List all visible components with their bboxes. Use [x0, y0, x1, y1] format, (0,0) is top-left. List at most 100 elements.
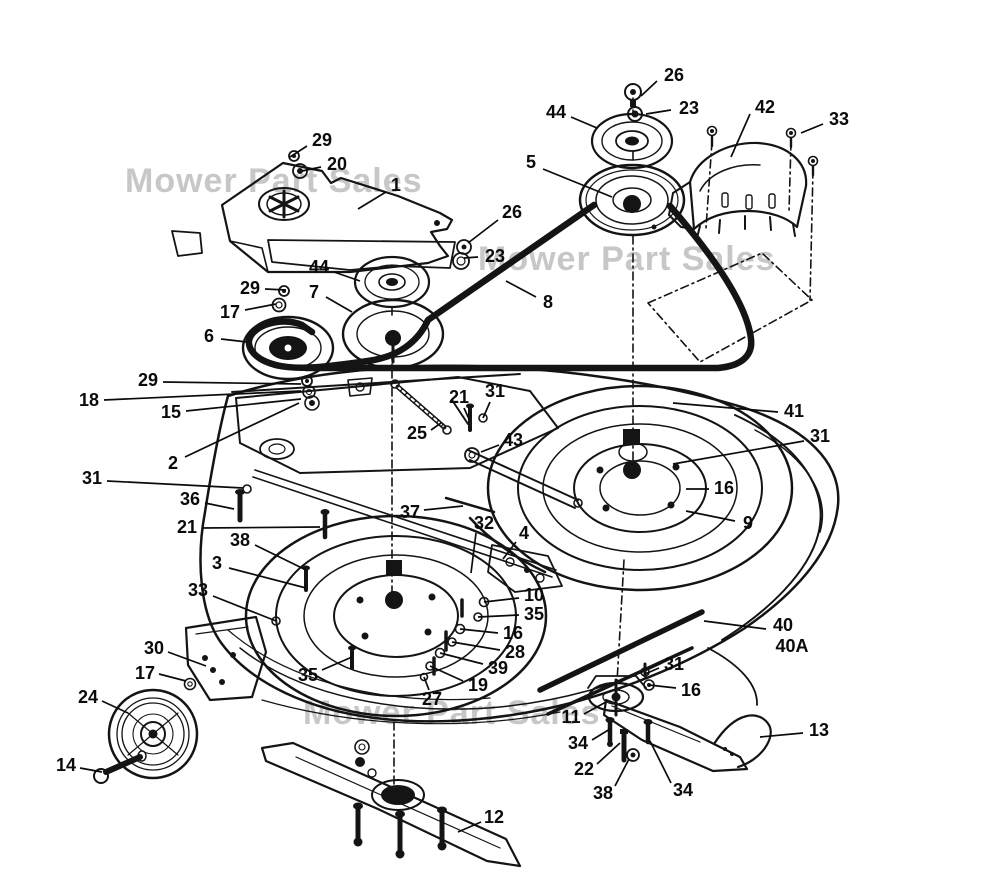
leader-line	[640, 80, 658, 97]
leader-line	[644, 667, 660, 675]
part-number-label: 12	[484, 807, 504, 827]
part-number-label: 31	[664, 654, 684, 674]
leader-line	[106, 480, 244, 489]
leader-line	[648, 684, 677, 689]
part-number-label: 30	[144, 638, 164, 658]
part-number-label: 43	[503, 430, 523, 450]
leader-line	[184, 402, 300, 458]
drive-belt	[245, 201, 755, 372]
part-number-label: 28	[505, 642, 525, 662]
part-number-label: 34	[673, 780, 693, 800]
part-number-label: 44	[309, 257, 329, 277]
part-number-label: 36	[180, 489, 200, 509]
leader-line	[463, 256, 479, 259]
stack-pulley-top	[590, 83, 674, 170]
spindle-cover	[171, 161, 456, 274]
leader-line	[204, 502, 235, 510]
part-number-label: 10	[524, 585, 544, 605]
right-blade-housing	[486, 384, 794, 592]
part-number-label: 29	[312, 130, 332, 150]
part-number-label: 8	[543, 292, 553, 312]
leader-line	[477, 614, 520, 618]
leader-line	[212, 595, 277, 622]
part-number-label: 31	[82, 468, 102, 488]
leader-line	[649, 740, 672, 784]
leader-line	[228, 567, 307, 589]
part-number-label: 39	[488, 658, 508, 678]
part-number-label: 33	[188, 580, 208, 600]
part-number-label: 17	[220, 302, 240, 322]
leader-line	[570, 116, 598, 129]
engine-pulley	[578, 163, 686, 237]
leader-line	[220, 338, 248, 343]
leader-line	[502, 541, 517, 560]
dashed-guides	[391, 97, 814, 787]
leader-line	[459, 628, 499, 634]
leader-line	[158, 673, 187, 682]
leader-line	[703, 620, 767, 630]
leader-line	[325, 296, 353, 313]
leader-line	[423, 505, 464, 511]
leader-line	[357, 191, 387, 210]
leader-line	[439, 652, 484, 665]
part-number-label: 18	[79, 390, 99, 410]
part-number-label: 29	[138, 370, 158, 390]
cover-bolt-33	[706, 125, 819, 177]
leader-line	[103, 390, 302, 401]
idler-plate	[235, 376, 559, 540]
watermark-text: Mower Part Sales	[125, 162, 423, 200]
part-number-label: 29	[240, 278, 260, 298]
leader-line	[254, 544, 307, 571]
part-number-label: 32	[474, 513, 494, 533]
right-blade	[602, 698, 772, 773]
part-number-label: 5	[526, 152, 536, 172]
leader-line	[672, 402, 779, 413]
part-number-label: 31	[485, 381, 505, 401]
leader-line	[333, 271, 361, 282]
part-number-label: 26	[664, 65, 684, 85]
part-number-label: 2	[168, 453, 178, 473]
part-number-label: 19	[468, 675, 488, 695]
part-number-label: 14	[56, 755, 76, 775]
part-number-label: 44	[546, 102, 566, 122]
leader-line	[451, 641, 501, 651]
part-number-label: 33	[829, 109, 849, 129]
part-number-label: 21	[177, 517, 197, 537]
part-number-label: 25	[407, 423, 427, 443]
part-number-label: 22	[574, 759, 594, 779]
leader-line	[101, 700, 129, 714]
part-number-label: 16	[714, 478, 734, 498]
leader-line	[470, 532, 477, 574]
leader-line	[614, 758, 630, 787]
leader-line	[505, 280, 537, 298]
watermark-text: Mower Part Sales	[478, 240, 776, 278]
leader-line	[79, 767, 103, 773]
spindle-hardware-left	[271, 565, 490, 682]
leader-line	[800, 123, 824, 134]
leader-line	[430, 422, 442, 431]
leader-line	[264, 288, 287, 291]
part-number-label: 4	[519, 523, 529, 543]
leader-line	[730, 113, 751, 158]
small-hardware	[271, 150, 320, 411]
part-number-label: 3	[212, 553, 222, 573]
leader-line	[467, 219, 499, 244]
part-number-label: 35	[298, 665, 318, 685]
leader-line	[429, 665, 464, 682]
part-number-label: 9	[743, 513, 753, 533]
part-number-label: 20	[327, 154, 347, 174]
leader-line	[463, 407, 470, 420]
part-number-label: 37	[400, 502, 420, 522]
gauge-wheel-assembly	[93, 615, 268, 784]
leader-line	[289, 145, 308, 158]
part-number-label: 34	[568, 733, 588, 753]
part-number-label: 40A	[775, 636, 808, 656]
part-number-label: 38	[593, 783, 613, 803]
part-number-label: 41	[784, 401, 804, 421]
part-number-label: 7	[309, 282, 319, 302]
part-number-label: 40	[773, 615, 793, 635]
leader-line	[591, 728, 611, 741]
leader-line	[167, 651, 207, 667]
